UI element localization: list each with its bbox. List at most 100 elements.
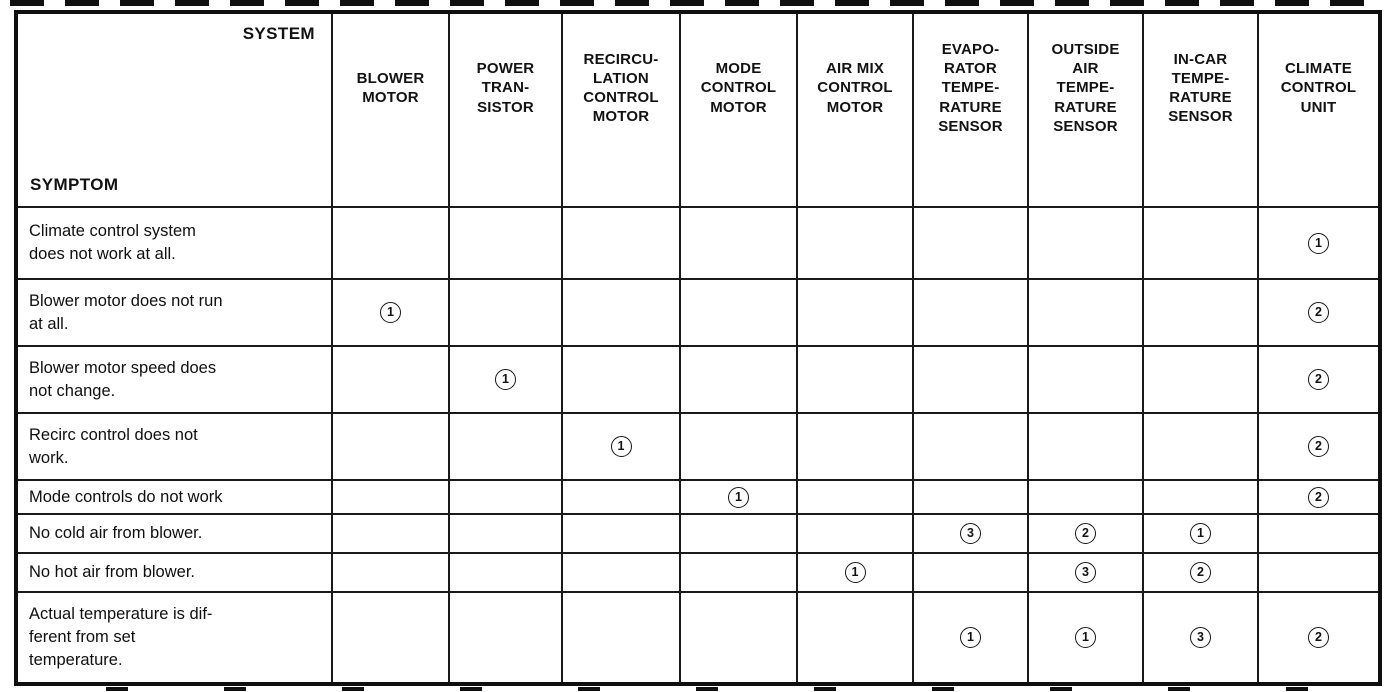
priority-mark: 1 <box>1190 523 1211 544</box>
symptom-label: SYMPTOM <box>30 175 119 194</box>
table-row: Blower motor does not run at all. 1 2 <box>15 278 1381 347</box>
symptom-cell: Actual temperature is dif- ferent from s… <box>15 591 333 685</box>
priority-mark: 2 <box>1075 523 1096 544</box>
matrix-cell <box>331 513 450 554</box>
matrix-cell <box>448 278 563 347</box>
matrix-cell: 1 <box>1142 513 1259 554</box>
matrix-cell <box>1142 206 1259 280</box>
matrix-cell <box>561 345 681 414</box>
matrix-cell <box>1142 345 1259 414</box>
matrix-cell: 2 <box>1257 345 1381 414</box>
matrix-cell: 3 <box>1142 591 1259 685</box>
priority-mark: 2 <box>1308 486 1329 508</box>
matrix-cell: 1 <box>912 591 1029 685</box>
matrix-cell <box>331 206 450 280</box>
matrix-cell <box>561 278 681 347</box>
table-row: Climate control system does not work at … <box>15 206 1381 280</box>
matrix-cell <box>331 345 450 414</box>
priority-mark: 3 <box>1190 627 1211 648</box>
matrix-cell: 1 <box>561 412 681 481</box>
table-row: Blower motor speed does not change. 1 2 <box>15 345 1381 414</box>
column-header-power-transistor: POWER TRAN- SISTOR <box>448 11 563 208</box>
matrix-cell <box>796 479 914 515</box>
matrix-cell <box>1142 278 1259 347</box>
matrix-cell <box>1027 278 1144 347</box>
symptom-cell: No hot air from blower. <box>15 552 333 593</box>
matrix-cell <box>796 412 914 481</box>
matrix-cell <box>912 345 1029 414</box>
matrix-cell <box>1027 412 1144 481</box>
column-header-in-car-temperature-sensor: IN-CAR TEMPE- RATURE SENSOR <box>1142 11 1259 208</box>
priority-mark: 1 <box>728 486 749 508</box>
column-header-label: POWER TRAN- SISTOR <box>476 60 535 116</box>
matrix-cell: 2 <box>1027 513 1144 554</box>
column-header-outside-air-temperature-sensor: OUTSIDE AIR TEMPE- RATURE SENSOR <box>1027 11 1144 208</box>
matrix-cell <box>448 206 563 280</box>
matrix-cell <box>331 479 450 515</box>
symptom-cell: Blower motor does not run at all. <box>15 278 333 347</box>
priority-mark: 3 <box>960 523 981 544</box>
column-header-label: CLIMATE CONTROL UNIT <box>1280 60 1357 116</box>
matrix-cell: 2 <box>1257 591 1381 685</box>
scan-artifact-bottom <box>10 687 1382 691</box>
matrix-cell: 2 <box>1142 552 1259 593</box>
matrix-cell: 2 <box>1257 412 1381 481</box>
matrix-cell: 1 <box>1027 591 1144 685</box>
matrix-cell <box>1142 412 1259 481</box>
matrix-cell <box>448 591 563 685</box>
priority-mark: 1 <box>610 436 632 457</box>
column-header-evaporator-temperature-sensor: EVAPO- RATOR TEMPE- RATURE SENSOR <box>912 11 1029 208</box>
matrix-cell <box>331 591 450 685</box>
matrix-cell <box>679 513 798 554</box>
matrix-cell <box>796 345 914 414</box>
priority-mark: 3 <box>1075 562 1096 583</box>
matrix-cell <box>1142 479 1259 515</box>
column-header-label: RECIRCU- LATION CONTROL MOTOR <box>583 50 659 126</box>
scan-artifact-top <box>10 0 1382 6</box>
priority-mark: 1 <box>1308 232 1329 254</box>
matrix-cell <box>1257 552 1381 593</box>
column-header-recirculation-control-motor: RECIRCU- LATION CONTROL MOTOR <box>561 11 681 208</box>
matrix-cell <box>448 412 563 481</box>
matrix-cell <box>796 591 914 685</box>
priority-mark: 2 <box>1308 436 1329 457</box>
matrix-cell <box>679 591 798 685</box>
priority-mark: 1 <box>380 302 401 323</box>
matrix-cell <box>912 412 1029 481</box>
matrix-cell: 1 <box>448 345 563 414</box>
matrix-cell <box>331 412 450 481</box>
matrix-cell <box>448 513 563 554</box>
column-header-label: IN-CAR TEMPE- RATURE SENSOR <box>1168 50 1233 126</box>
column-header-label: AIR MIX CONTROL MOTOR <box>817 60 893 116</box>
matrix-cell <box>1027 345 1144 414</box>
matrix-cell <box>796 278 914 347</box>
column-header-label: EVAPO- RATOR TEMPE- RATURE SENSOR <box>938 41 1003 135</box>
column-header-label: BLOWER MOTOR <box>356 69 425 106</box>
matrix-cell <box>331 552 450 593</box>
table-row: Recirc control does not work. 1 2 <box>15 412 1381 481</box>
matrix-cell <box>796 206 914 280</box>
matrix-cell: 2 <box>1257 479 1381 515</box>
symptom-cell: Mode controls do not work <box>15 479 333 515</box>
matrix-cell <box>561 479 681 515</box>
matrix-cell <box>561 206 681 280</box>
matrix-cell <box>1027 479 1144 515</box>
matrix-cell: 3 <box>912 513 1029 554</box>
matrix-cell <box>912 206 1029 280</box>
corner-header-cell: SYSTEM SYMPTOM <box>15 11 333 208</box>
symptom-cell: Recirc control does not work. <box>15 412 333 481</box>
matrix-cell <box>796 513 914 554</box>
matrix-cell <box>679 552 798 593</box>
table-row: No cold air from blower. 3 2 1 <box>15 513 1381 554</box>
priority-mark: 2 <box>1308 627 1329 648</box>
matrix-cell <box>561 591 681 685</box>
column-header-label: MODE CONTROL MOTOR <box>700 60 777 116</box>
table-row: No hot air from blower. 1 3 2 <box>15 552 1381 593</box>
priority-mark: 1 <box>960 627 981 648</box>
priority-mark: 2 <box>1190 562 1211 583</box>
column-header-label: OUTSIDE AIR TEMPE- RATURE SENSOR <box>1051 41 1120 135</box>
matrix-cell: 2 <box>1257 278 1381 347</box>
matrix-cell: 1 <box>331 278 450 347</box>
matrix-cell <box>1257 513 1381 554</box>
symptom-cell: No cold air from blower. <box>15 513 333 554</box>
